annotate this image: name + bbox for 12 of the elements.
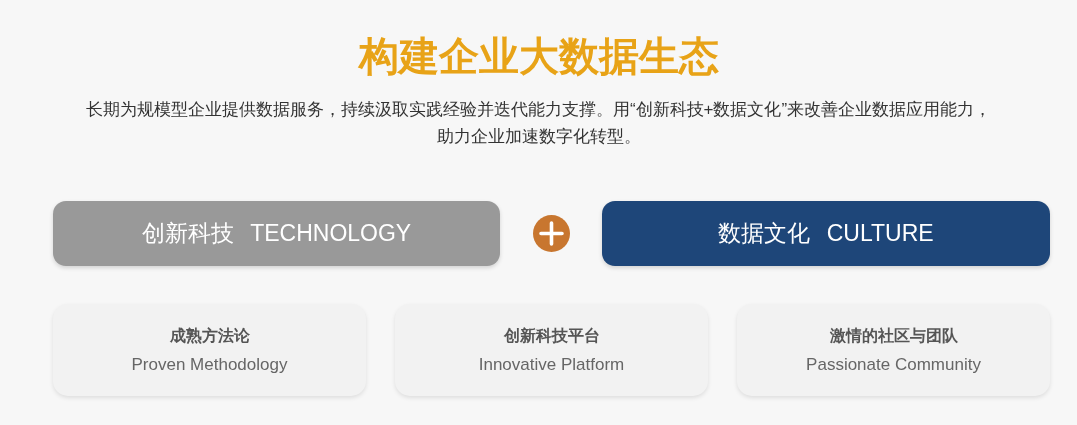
banner-label: 数据文化 CULTURE	[718, 219, 934, 248]
card-subtitle: Proven Methodology	[131, 354, 288, 375]
category-banner	[602, 201, 1050, 266]
banner-label: 创新科技 TECHNOLOGY	[141, 219, 412, 248]
card-title: 创新科技平台	[503, 325, 600, 346]
card-subtitle: Innovative Platform	[478, 354, 625, 375]
intro-paragraph: 长期为规模型企业提供数据服务，持续汲取实践经验并迭代能力支撑。用“创新科技+数据文化”来改善企业数据应用能力，助力企业加速数字化转型。	[84, 99, 993, 148]
card-title: 激情的社区与团队	[829, 325, 958, 346]
category-banner	[53, 201, 500, 266]
card-subtitle: Passionate Community	[806, 354, 981, 375]
page-title: 构建企业大数据生态	[358, 33, 719, 80]
card-title: 成熟方法论	[169, 325, 250, 346]
